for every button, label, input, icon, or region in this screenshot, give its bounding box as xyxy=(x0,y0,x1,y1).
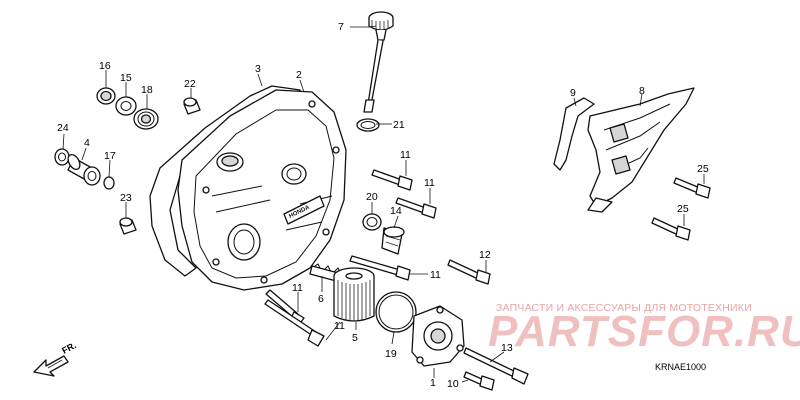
bolt-12 xyxy=(447,259,491,285)
callout-numbers: 7 16 15 18 22 3 2 21 9 8 24 4 17 11 11 2… xyxy=(57,21,709,390)
callout-11-e: 11 xyxy=(334,320,345,332)
bolt-13 xyxy=(463,347,529,385)
callout-13: 13 xyxy=(501,342,513,354)
callout-4: 4 xyxy=(84,137,90,149)
o-ring-19 xyxy=(375,291,417,333)
bolt-11-c xyxy=(349,255,411,281)
dipstick xyxy=(363,11,394,113)
callout-21: 21 xyxy=(393,119,405,131)
callout-6: 6 xyxy=(318,293,324,305)
circlip-16 xyxy=(96,87,116,105)
callout-8: 8 xyxy=(639,85,645,97)
front-direction-arrow: FR. xyxy=(33,340,78,377)
oring-17 xyxy=(103,176,115,190)
dowel-pin-22 xyxy=(183,97,201,115)
washer-15 xyxy=(115,96,137,116)
callout-9: 9 xyxy=(570,87,576,99)
gasket-9 xyxy=(553,97,595,171)
callout-5: 5 xyxy=(352,332,358,344)
callout-11-b: 11 xyxy=(424,177,435,189)
joint-14 xyxy=(381,226,405,255)
callout-15: 15 xyxy=(120,72,132,84)
callout-16: 16 xyxy=(99,60,111,72)
oil-seal-18 xyxy=(133,108,159,130)
callout-25-b: 25 xyxy=(677,203,689,215)
oil-filter-5 xyxy=(333,267,375,322)
callout-19: 19 xyxy=(385,348,397,360)
callout-11-c: 11 xyxy=(430,269,441,281)
bolt-11-b xyxy=(395,197,437,219)
watermark-subtitle: ЗАПЧАСТИ И АКСЕССУАРЫ ДЛЯ МОТОТЕХНИКИ xyxy=(496,302,752,314)
callout-11-d: 11 xyxy=(292,282,303,294)
bolt-25-b xyxy=(651,217,691,241)
o-ring-20 xyxy=(362,213,382,231)
callout-24: 24 xyxy=(57,122,69,134)
callout-25-a: 25 xyxy=(697,163,709,175)
callout-1: 1 xyxy=(430,377,436,389)
callout-3: 3 xyxy=(255,63,261,75)
bolt-11-e xyxy=(264,299,325,347)
dowel-pin-23 xyxy=(119,217,137,235)
front-label: FR. xyxy=(60,340,77,356)
callout-22: 22 xyxy=(184,78,196,90)
callout-12: 12 xyxy=(479,249,491,261)
callout-10: 10 xyxy=(447,378,459,390)
callout-18: 18 xyxy=(141,84,153,96)
callout-23: 23 xyxy=(120,192,132,204)
crankcase-cover-2: HONDA xyxy=(177,89,347,291)
sprocket-cover-8 xyxy=(587,87,695,213)
callout-14: 14 xyxy=(390,205,402,217)
diagram-code: KRNAE1000 xyxy=(655,362,707,372)
callout-20: 20 xyxy=(366,191,378,203)
leader-lines xyxy=(62,25,705,383)
collar-4 xyxy=(67,153,101,186)
callout-11-a: 11 xyxy=(400,149,411,161)
callout-17: 17 xyxy=(104,150,116,162)
bolt-25-a xyxy=(673,177,711,199)
bolt-11-a xyxy=(371,169,413,191)
callout-2: 2 xyxy=(296,69,302,81)
oring-24 xyxy=(54,148,70,166)
callout-7: 7 xyxy=(338,21,344,33)
oil-filter-cover-1 xyxy=(411,305,465,367)
watermark-brand: PARTSFOR.RU xyxy=(488,307,800,356)
bolt-10 xyxy=(463,371,495,391)
o-ring-21 xyxy=(356,118,380,132)
